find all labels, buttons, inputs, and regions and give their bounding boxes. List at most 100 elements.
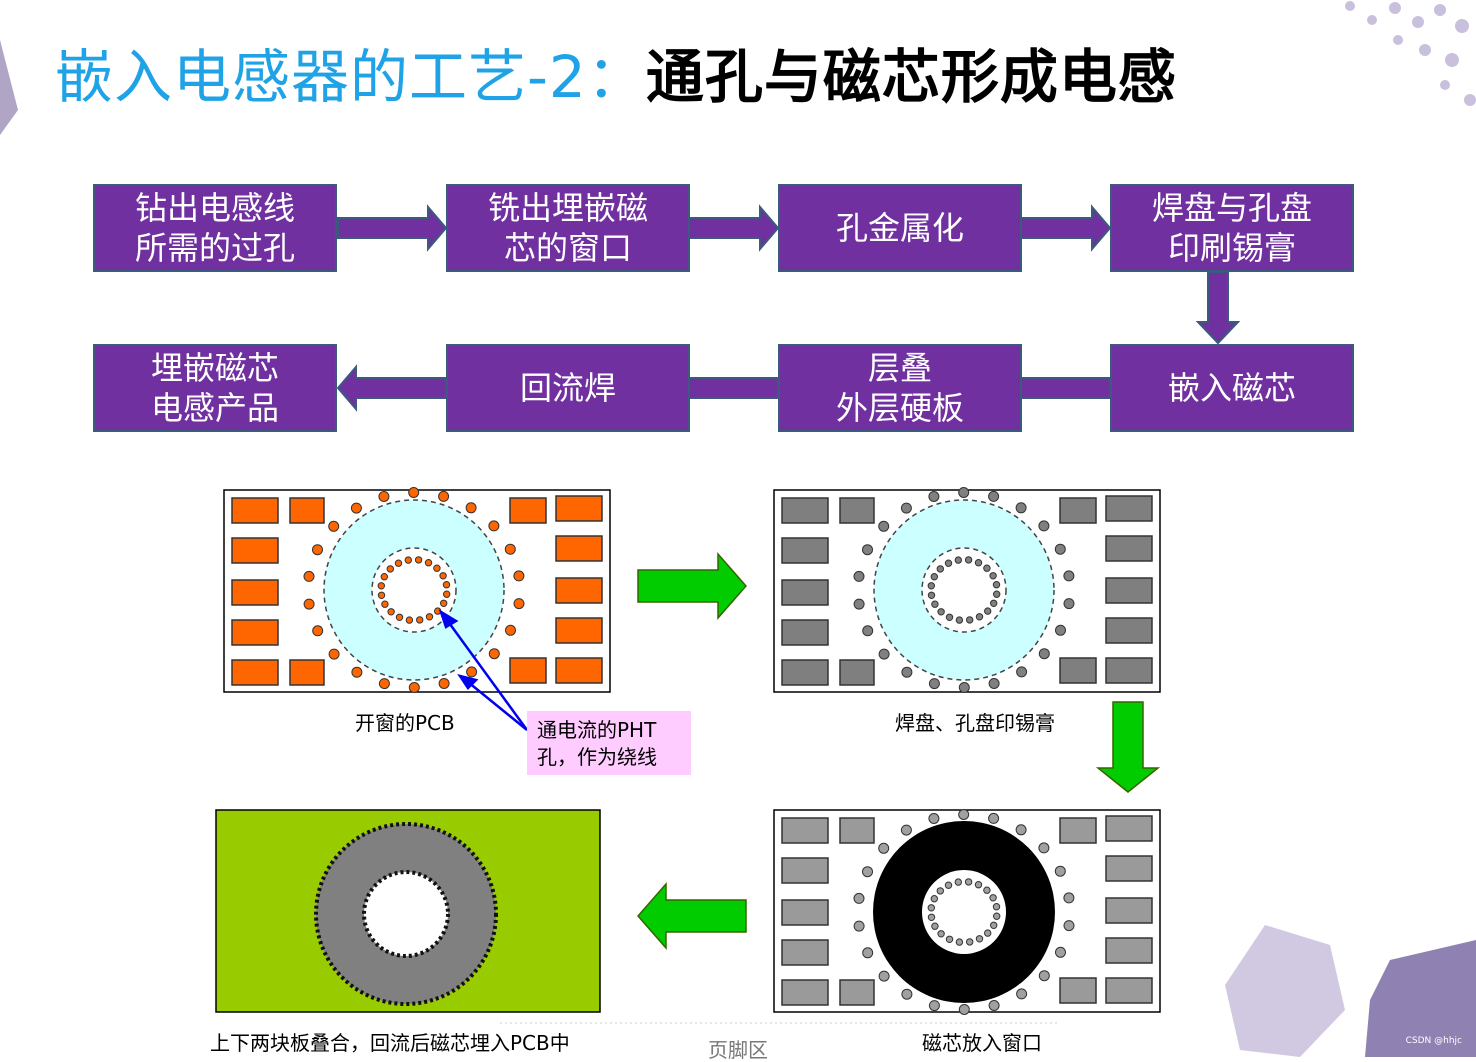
step-box-3: 孔金属化 bbox=[778, 184, 1022, 272]
outer-via-hole bbox=[862, 544, 873, 556]
outer-via-hole bbox=[303, 570, 315, 582]
outer-via-hole bbox=[878, 648, 890, 660]
outer-via-hole bbox=[1063, 598, 1075, 610]
outer-via-hole bbox=[408, 682, 420, 693]
inner-via-hole bbox=[955, 616, 964, 624]
outer-via-hole bbox=[958, 1004, 970, 1015]
outer-via-hole bbox=[900, 824, 912, 836]
inner-via-hole bbox=[990, 921, 998, 930]
inner-via-hole bbox=[381, 600, 389, 608]
outer-via-hole bbox=[928, 1000, 940, 1012]
caption-panel-2: 焊盘、孔盘印锡膏 bbox=[895, 711, 1055, 735]
inner-via-hole bbox=[386, 565, 395, 573]
outer-via-hole bbox=[1063, 892, 1075, 904]
inner-via-hole bbox=[414, 556, 423, 564]
outer-via-hole bbox=[1054, 865, 1066, 877]
outer-via-hole bbox=[312, 544, 323, 556]
inner-via-hole bbox=[439, 572, 447, 580]
outer-via-hole bbox=[1038, 842, 1050, 854]
inner-via-hole bbox=[944, 559, 953, 567]
outer-via-hole bbox=[878, 520, 890, 532]
inner-via-hole bbox=[927, 904, 936, 912]
outer-via-hole bbox=[988, 490, 1000, 502]
step-box-6: 层叠 外层硬板 bbox=[778, 344, 1022, 432]
panel-3-core-placed-pcb bbox=[773, 809, 1161, 1015]
inner-via-hole bbox=[945, 613, 954, 622]
outer-via-hole bbox=[1038, 520, 1050, 532]
inner-via-hole bbox=[989, 894, 997, 902]
outer-via-hole bbox=[958, 809, 970, 820]
outer-via-hole bbox=[1055, 946, 1066, 958]
inner-via-hole bbox=[992, 903, 1001, 911]
outer-via-hole bbox=[988, 1000, 1000, 1011]
inner-via-hole bbox=[930, 573, 939, 581]
outer-via-hole bbox=[438, 490, 450, 502]
inner-via-hole bbox=[425, 613, 434, 621]
outer-via-hole bbox=[928, 491, 940, 502]
outer-via-hole bbox=[988, 812, 1000, 824]
outer-via-hole bbox=[853, 570, 865, 582]
outer-via-hole bbox=[901, 666, 913, 678]
outer-via-hole bbox=[312, 625, 324, 637]
outer-via-hole bbox=[513, 598, 525, 610]
inner-via-hole bbox=[984, 607, 992, 615]
outer-via-hole bbox=[853, 892, 865, 904]
outer-via-hole bbox=[488, 520, 500, 532]
inner-via-hole bbox=[930, 895, 939, 903]
inner-via-hole bbox=[974, 559, 983, 567]
outer-via-hole bbox=[1055, 624, 1066, 636]
step-label-4: 焊盘与孔盘 印刷锡膏 bbox=[1151, 189, 1312, 267]
decor-dots bbox=[1345, 1, 1476, 106]
panel-2-solder-paste-pcb bbox=[773, 487, 1161, 693]
green-arrow-left bbox=[637, 882, 747, 950]
outer-via-hole bbox=[465, 502, 477, 514]
outer-via-hole bbox=[303, 598, 315, 610]
step-label-6: 层叠 外层硬板 bbox=[835, 349, 964, 427]
inner-via-hole bbox=[954, 878, 963, 886]
inner-via-hole bbox=[966, 938, 974, 946]
inner-via-hole bbox=[983, 564, 991, 572]
green-arrow-down bbox=[1095, 701, 1161, 793]
step-label-8: 埋嵌磁芯 电感产品 bbox=[150, 349, 279, 427]
caption-panel-3: 磁芯放入窗口 bbox=[922, 1031, 1042, 1055]
inner-via-hole bbox=[992, 581, 1001, 589]
decor-hexagon-left bbox=[0, 40, 18, 135]
caption-panel-1: 开窗的PCB bbox=[355, 711, 455, 735]
inner-via-hole bbox=[433, 564, 441, 572]
inner-via-hole bbox=[993, 590, 1001, 598]
inner-via-hole bbox=[954, 556, 963, 564]
outer-via-hole bbox=[1063, 920, 1075, 932]
step-label-1: 钻出电感线 所需的过孔 bbox=[134, 189, 295, 267]
outer-via-hole bbox=[1038, 970, 1050, 982]
outer-via-hole bbox=[958, 682, 970, 693]
inner-via-hole bbox=[377, 591, 386, 600]
panel-4-laminated-pcb bbox=[215, 809, 601, 1013]
callout-pointers bbox=[438, 609, 529, 731]
outer-via-hole bbox=[351, 666, 363, 678]
inner-via-hole bbox=[955, 938, 964, 946]
step-label-2: 铣出埋嵌磁 芯的窗口 bbox=[487, 189, 648, 267]
outer-via-hole bbox=[1015, 824, 1027, 836]
inner-via-hole bbox=[931, 600, 939, 608]
inner-via-hole bbox=[944, 881, 953, 889]
inner-via-hole bbox=[927, 913, 936, 922]
outer-via-hole bbox=[408, 487, 420, 498]
inner-via-hole bbox=[442, 581, 451, 589]
outer-via-hole bbox=[862, 866, 873, 878]
inner-via-hole bbox=[416, 616, 424, 624]
inner-via-hole bbox=[966, 616, 974, 624]
inner-via-hole bbox=[443, 590, 451, 598]
inner-via-hole bbox=[927, 591, 936, 600]
inner-via-hole bbox=[936, 565, 945, 573]
caption-panel-4: 上下两块板叠合，回流后磁芯埋入PCB中 bbox=[210, 1031, 570, 1055]
flow-arrow-7-8 bbox=[336, 364, 447, 412]
inner-via-hole bbox=[931, 922, 939, 930]
outer-via-hole bbox=[853, 920, 865, 932]
outer-via-hole bbox=[328, 520, 340, 532]
outer-via-hole bbox=[505, 624, 516, 636]
decor-polygon-bottom-right bbox=[1225, 925, 1345, 1057]
outer-via-hole bbox=[488, 648, 500, 660]
outer-via-hole bbox=[513, 570, 525, 582]
